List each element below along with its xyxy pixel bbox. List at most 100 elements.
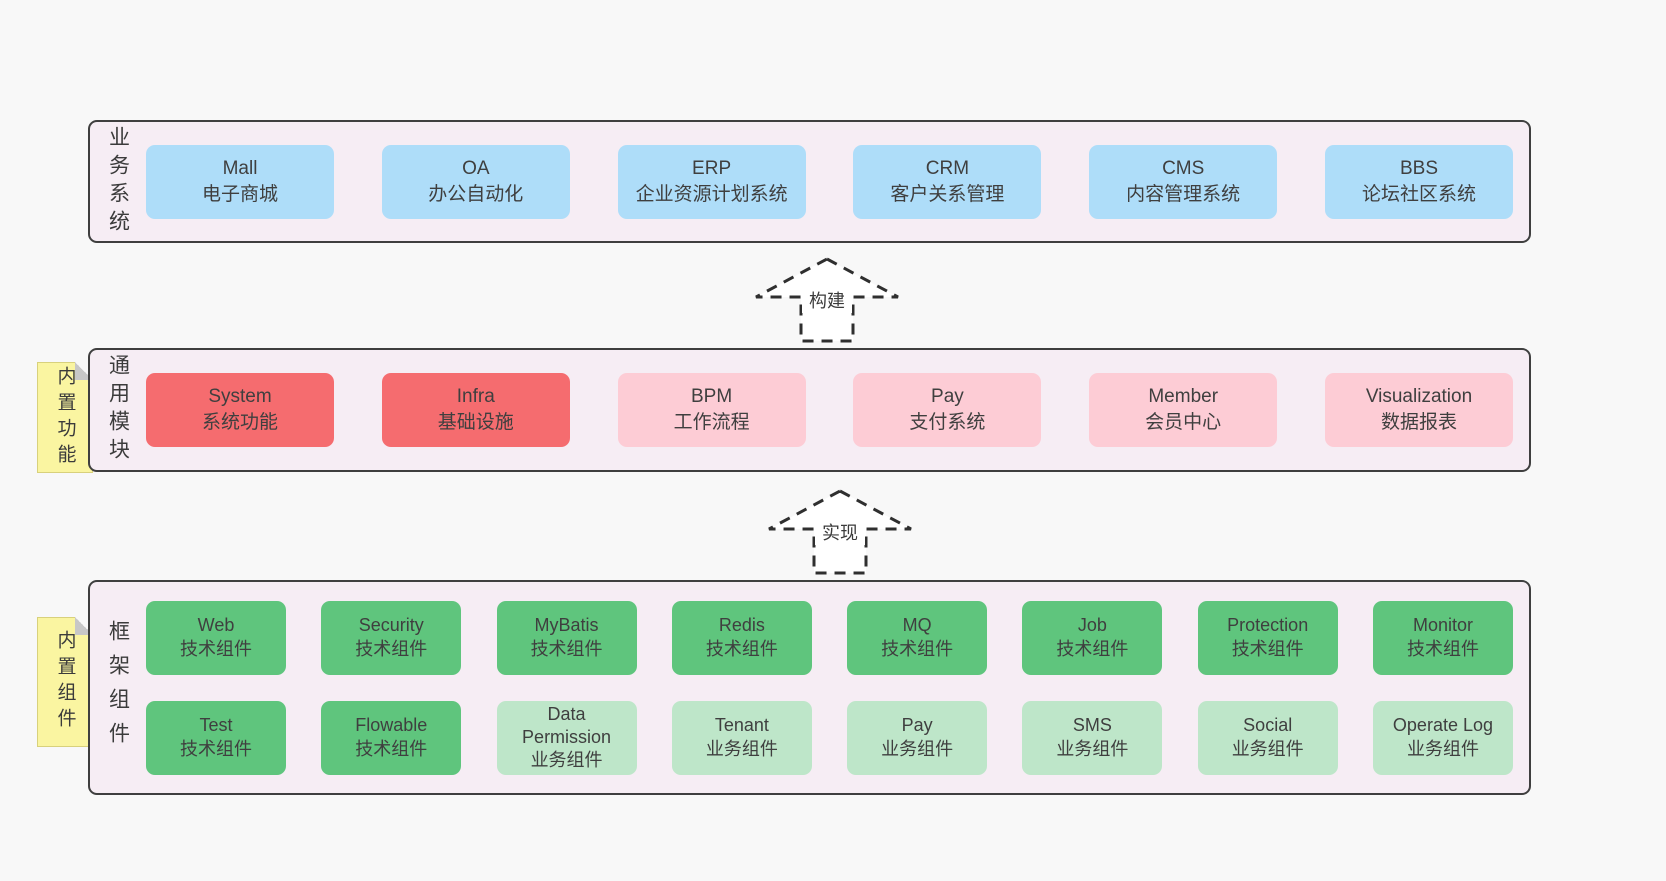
panel-label-text: 框架组件 — [106, 619, 130, 756]
box-title: Operate Log — [1392, 715, 1493, 736]
box-subtitle: 技术组件 — [180, 738, 252, 759]
box-title: ERP — [692, 157, 732, 179]
implement-arrow: 实现 — [768, 489, 912, 575]
box-title: CMS — [1162, 157, 1205, 179]
panel-label-text: 业务系统 — [106, 125, 130, 238]
box-title: Visualization — [1365, 386, 1473, 408]
box-subtitle: 客户关系管理 — [890, 183, 1005, 205]
box-title: Security — [358, 615, 424, 636]
box-subtitle: 业务组件 — [530, 750, 603, 771]
box-subtitle: 基础设施 — [437, 412, 514, 433]
panel-vertical-label: 通用模块 — [90, 350, 146, 470]
box-subtitle: 企业资源计划系统 — [635, 183, 788, 205]
box-subtitle: 技术组件 — [355, 738, 428, 759]
box-subtitle: 系统功能 — [201, 412, 278, 433]
box-title: Monitor — [1412, 615, 1473, 636]
box-title: Redis — [718, 615, 765, 636]
box-title: System — [208, 386, 272, 408]
arrow-label: 构建 — [809, 291, 845, 311]
panel-common-modules: 通用模块 System 系统功能 Infra 基础设施 BPM 工作流程 Pay 支付系统 Me… — [88, 348, 1531, 472]
box-title: Member — [1148, 386, 1219, 408]
build-arrow: 构建 — [755, 257, 899, 343]
sticky-note-built-in-features: 内置功能 — [37, 362, 93, 473]
box-bbs: BBS 论坛社区系统 — [1324, 144, 1513, 219]
box-subtitle: 会员中心 — [1145, 412, 1222, 433]
box-pay: Pay 支付系统 — [853, 373, 1042, 447]
box-data-permission: Data Permission 业务组件 — [496, 700, 637, 775]
box-subtitle: 内容管理系统 — [1126, 183, 1241, 205]
box-title: MyBatis — [534, 615, 599, 636]
box-subtitle: 业务组件 — [1406, 738, 1479, 759]
box-subtitle: 业务组件 — [881, 738, 954, 759]
box-system: System 系统功能 — [146, 373, 334, 447]
box-subtitle: 业务组件 — [1231, 738, 1304, 759]
box-visualization: Visualization 数据报表 — [1324, 373, 1513, 447]
box-title: Web — [197, 615, 235, 636]
box-row: System 系统功能 Infra 基础设施 BPM 工作流程 Pay 支付系统 Member 会… — [146, 373, 1513, 447]
box-subtitle: 电子商城 — [201, 183, 278, 205]
box-cms: CMS 内容管理系统 — [1089, 144, 1278, 219]
arrow-label-background — [802, 287, 852, 313]
box-crm: CRM 客户关系管理 — [853, 144, 1042, 219]
box-title: Test — [199, 715, 233, 736]
box-member: Member 会员中心 — [1089, 373, 1278, 447]
arrow-label: 实现 — [822, 523, 858, 543]
box-subtitle: 技术组件 — [355, 638, 428, 659]
box-title: SMS — [1072, 715, 1112, 736]
box-title: OA — [462, 157, 490, 179]
box-subtitle: 技术组件 — [1406, 638, 1479, 659]
box-title: Pay — [931, 386, 964, 408]
box-infra: Infra 基础设施 — [381, 373, 570, 447]
box-erp: ERP 企业资源计划系统 — [617, 144, 806, 219]
box-title: BPM — [691, 386, 733, 408]
box-title: Job — [1077, 615, 1107, 636]
box-subtitle: 支付系统 — [909, 412, 986, 433]
sticky-note-label: 内置功能 — [54, 365, 76, 470]
box-subtitle: 工作流程 — [673, 412, 750, 433]
arrow-label-background — [815, 519, 865, 545]
panel-vertical-label: 业务系统 — [90, 122, 146, 241]
box-title: BBS — [1399, 157, 1438, 179]
sticky-note-label: 内置组件 — [54, 630, 76, 734]
box-subtitle: 业务组件 — [705, 738, 778, 759]
box-title: Protection — [1227, 615, 1309, 636]
box-title: Infra — [456, 386, 495, 408]
box-subtitle: 数据报表 — [1380, 412, 1457, 433]
box-subtitle: 业务组件 — [1056, 738, 1129, 759]
box-subtitle: 论坛社区系统 — [1361, 183, 1476, 205]
box-title: Data Permission — [522, 703, 612, 747]
box-mall: Mall 电子商城 — [146, 144, 334, 219]
box-subtitle: 技术组件 — [180, 638, 252, 659]
box-bpm: BPM 工作流程 — [617, 373, 806, 447]
box-subtitle: 技术组件 — [1056, 638, 1129, 659]
box-title: Mall — [222, 157, 258, 179]
box-title: CRM — [925, 157, 970, 179]
box-subtitle: 技术组件 — [705, 638, 778, 659]
box-title: MQ — [902, 615, 932, 636]
panel-label-text: 通用模块 — [106, 354, 130, 466]
sticky-note-built-in-components: 内置组件 — [37, 617, 93, 747]
box-title: Tenant — [714, 715, 769, 736]
box-subtitle: 技术组件 — [530, 638, 603, 659]
